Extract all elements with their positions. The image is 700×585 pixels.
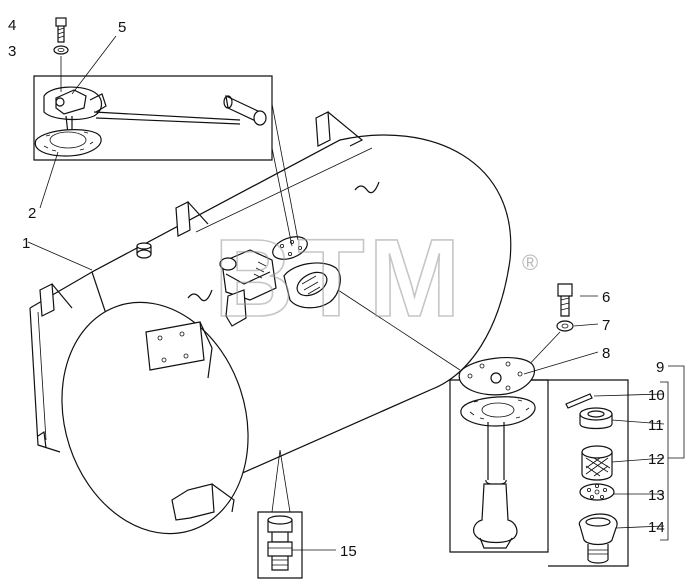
watermark-registered-mark: ®: [522, 250, 538, 275]
sender-housing: [43, 86, 103, 121]
callout-11: 11: [648, 417, 664, 434]
watermark-text: BTM: [214, 217, 464, 340]
flange-gasket: [460, 396, 536, 427]
fuel-tank: [29, 134, 512, 535]
pin: [565, 393, 593, 409]
callout-6: 6: [602, 289, 610, 306]
callout-labels: 1 2 3 4 5 6 7 8 9 10 11 12 13 14 15: [8, 17, 665, 560]
flange-opening: [272, 236, 341, 309]
watermark: BTM ®: [213, 216, 538, 341]
callout-15: 15: [340, 543, 357, 560]
callout-5: 5: [118, 19, 126, 36]
float-arm: [93, 111, 241, 121]
filler-neck: [136, 249, 152, 259]
level-sender-installed: [219, 249, 277, 327]
bolt-and-washer-small: [53, 17, 69, 92]
inset-flange-assembly: [337, 289, 629, 567]
callout-2: 2: [28, 205, 36, 222]
callout-13: 13: [648, 487, 665, 504]
bolt-and-washer-flange: [556, 283, 574, 332]
callout-3: 3: [8, 43, 16, 60]
pickup-tube: [487, 422, 505, 480]
strainer-cap: [578, 513, 618, 546]
weld-mark: [187, 289, 213, 302]
callout-1: 1: [22, 235, 30, 252]
callout-4: 4: [8, 17, 16, 34]
callout-10: 10: [648, 387, 665, 404]
perforated-disc: [579, 483, 615, 501]
callout-8: 8: [602, 345, 610, 362]
inset-level-sender: [33, 75, 299, 247]
drain-plug: [257, 449, 303, 579]
leader-lines: [27, 35, 685, 551]
callout-14: 14: [648, 519, 665, 536]
callout-7: 7: [602, 317, 610, 334]
callout-12: 12: [648, 451, 665, 468]
mounting-plate: [145, 321, 205, 371]
weld-mark: [354, 181, 380, 194]
callout-9: 9: [656, 359, 664, 376]
filter-stack: [565, 393, 618, 564]
mounting-brackets: [37, 111, 364, 521]
